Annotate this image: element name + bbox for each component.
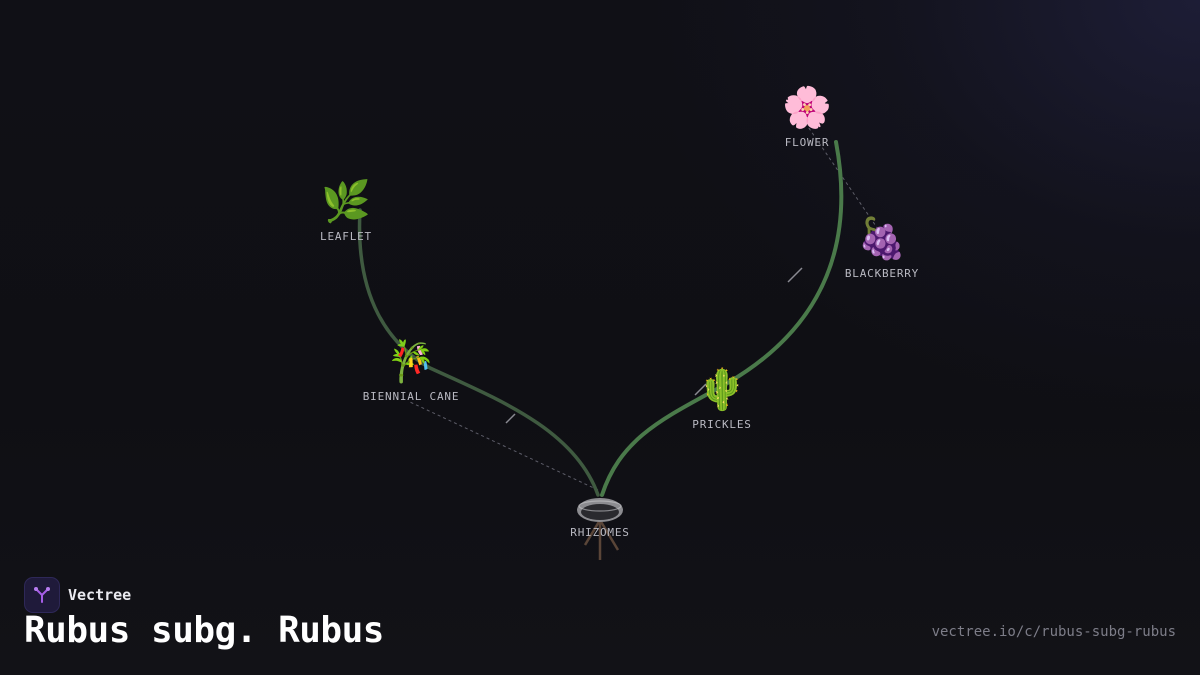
brand[interactable]: Vectree [24,577,131,613]
branch-tick [694,383,707,396]
cactus-icon: 🌵 [697,367,747,413]
page-title: Rubus subg. Rubus [24,610,384,651]
branch-tick [787,267,803,283]
node-label: BLACKBERRY [844,267,920,280]
leaf-icon: 🌿 [321,179,371,225]
branch-tick [505,413,516,424]
rhizome-bowl-icon [577,498,623,522]
node-blackberry[interactable]: 🍇 BLACKBERRY [845,215,919,280]
node-flower[interactable]: 🌸 FLOWER [782,84,832,149]
flower-icon: 🌸 [782,85,832,131]
root-lines [583,519,620,560]
branch-left [357,208,600,497]
brand-name: Vectree [68,586,132,604]
node-prickles[interactable]: 🌵 PRICKLES [692,366,751,431]
berry-icon: 🍇 [857,216,907,262]
node-label: LEAFLET [320,230,372,243]
node-label: FLOWER [784,136,830,149]
branch-right [600,140,844,497]
node-label: RHIZOMES [570,526,630,539]
connector-line-right [801,117,881,233]
cane-icon: 🎋 [386,339,436,385]
node-biennial-cane[interactable]: 🎋 BIENNIAL CANE [363,338,460,403]
page-url[interactable]: vectree.io/c/rubus-subg-rubus [931,624,1176,640]
node-label: BIENNIAL CANE [362,390,460,403]
node-label: PRICKLES [692,418,752,431]
node-leaflet[interactable]: 🌿 LEAFLET [320,178,372,243]
connector-line-left [409,401,599,491]
vectree-tree-icon [24,577,60,613]
node-rhizomes[interactable]: RHIZOMES [570,522,629,539]
